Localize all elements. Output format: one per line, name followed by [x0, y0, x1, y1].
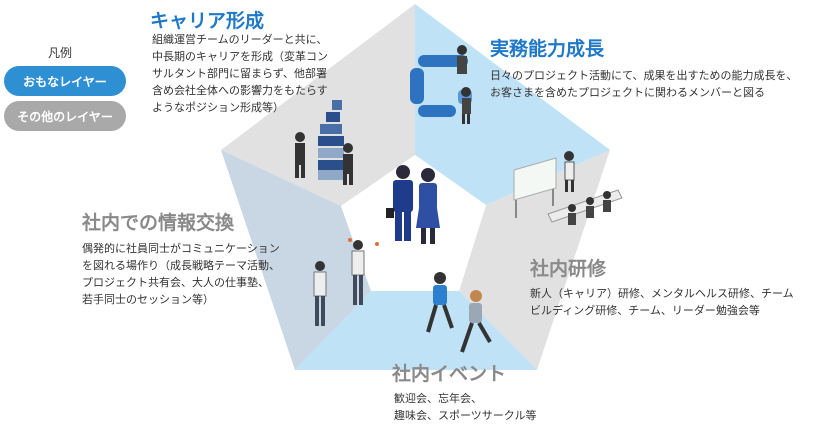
exchange-description: 偶発的に社員同士がコミュニケーション を図れる場作り（成長戦略テーマ活動、 プロ…	[82, 240, 280, 308]
event-illustration	[426, 272, 492, 353]
event-title: 社内イベント	[392, 363, 507, 385]
exchange-line: 偶発的に社員同士がコミュニケーション	[82, 242, 280, 255]
event-line: 歓迎会、忘年会、	[394, 392, 482, 405]
section-exchange-region	[221, 150, 371, 370]
training-line: 新人（キャリア）研修、メンタルヘルス研修、チーム	[530, 287, 794, 300]
skill-line: 日々のプロジェクト活動にて、成果を出すための能力成長を、	[490, 69, 798, 82]
legend-other-layer: その他のレイヤー	[4, 101, 126, 131]
career-line: ようなポジション形成等）	[152, 101, 284, 114]
exchange-line: プロジェクト共有会、大人の仕事塾、	[82, 276, 269, 289]
career-line: 含め会社全体への影響力をもたらす	[152, 84, 328, 97]
career-line: 組織運営チームのリーダーと共に、	[152, 33, 328, 46]
exchange-illustration	[313, 238, 379, 326]
career-illustration	[295, 100, 353, 185]
exchange-title: 社内での情報交換	[82, 212, 235, 234]
legend-main-layer: おもなレイヤー	[4, 66, 126, 96]
skill-illustration	[410, 45, 472, 124]
training-illustration	[513, 151, 623, 225]
skill-title: 実務能力成長	[490, 38, 605, 60]
skill-line: お客さまを含めたプロジェクトに関わるメンバーと図る	[490, 86, 765, 99]
training-title: 社内研修	[530, 258, 607, 280]
section-career-region	[221, 4, 415, 206]
training-description: 新人（キャリア）研修、メンタルヘルス研修、チーム ビルディング研修、チーム、リー…	[530, 285, 794, 319]
career-description: 組織運営チームのリーダーと共に、 中長期のキャリアを形成（変革コン サルタント部…	[152, 31, 328, 116]
training-line: ビルディング研修、チーム、リーダー勉強会等	[530, 304, 760, 317]
center-people-illustration	[386, 165, 440, 244]
event-description: 歓迎会、忘年会、 趣味会、スポーツサークル等	[394, 390, 536, 424]
career-line: サルタント部門に留まらず、他部署	[152, 67, 328, 80]
legend-title: 凡例	[48, 46, 73, 60]
skill-description: 日々のプロジェクト活動にて、成果を出すための能力成長を、 お客さまを含めたプロジ…	[490, 67, 797, 101]
event-line: 趣味会、スポーツサークル等	[394, 409, 537, 422]
career-title: キャリア形成	[150, 10, 265, 32]
exchange-line: を図れる場作り（成長戦略テーマ活動、	[82, 259, 280, 272]
center-region	[341, 155, 486, 291]
career-line: 中長期のキャリアを形成（変革コン	[152, 50, 328, 63]
exchange-line: 若手同士のセッション等）	[82, 293, 214, 306]
